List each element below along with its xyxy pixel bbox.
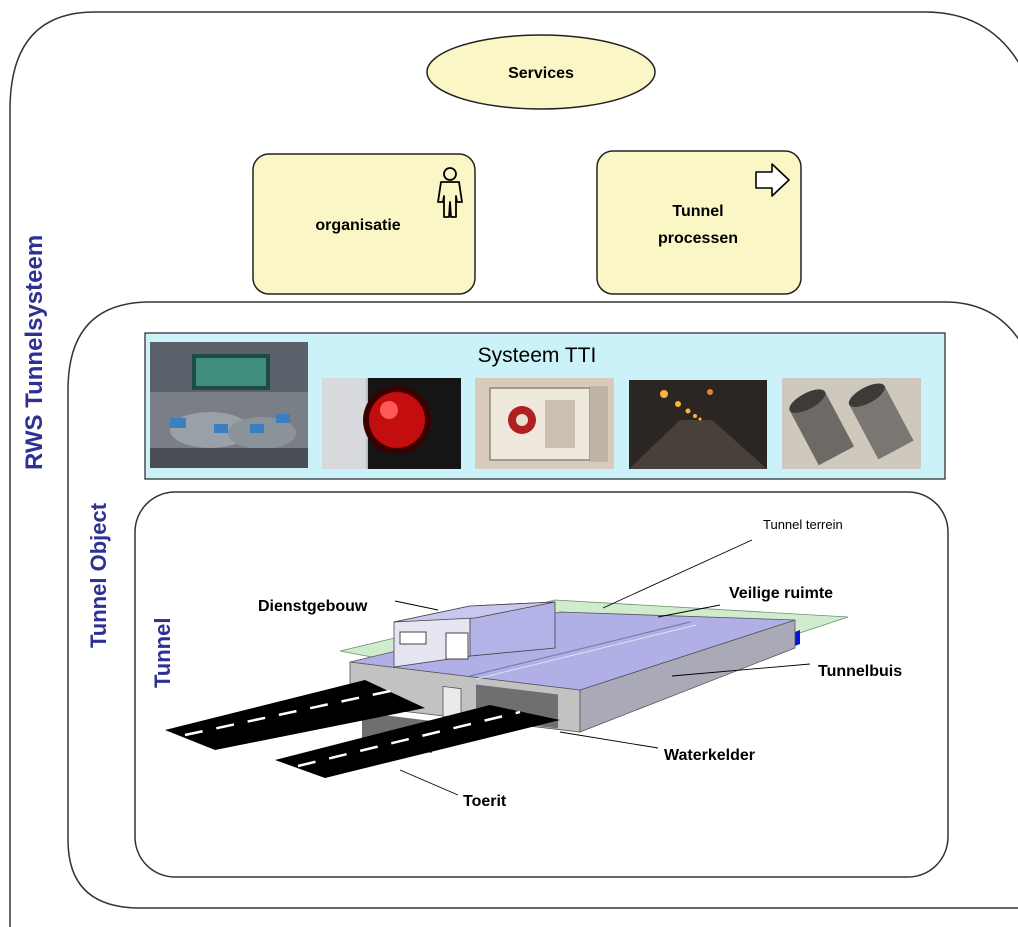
toerit-label: Toerit: [463, 793, 507, 810]
tunnel-object-frame: [67, 301, 1018, 909]
services-label: Services: [508, 65, 574, 82]
toerit-road-2: [275, 705, 560, 778]
services-ellipse: [426, 34, 656, 110]
tunnel-terrein-label: Tunnel terrein: [763, 517, 843, 532]
toerit-road-1: [165, 680, 425, 750]
fire-hose-cabinet-photo: [475, 378, 614, 469]
tunnel-processen-line2: processen: [658, 230, 738, 247]
outer-frame: [9, 11, 1018, 927]
tunnel-processen-line1: Tunnel: [672, 203, 723, 220]
tunnel-frame-label: Tunnel: [150, 618, 175, 688]
person-icon: [437, 167, 463, 218]
tunnel-illustration: [165, 539, 849, 796]
tunnelbuis-label: Tunnelbuis: [818, 663, 902, 680]
organisatie-label: organisatie: [315, 217, 400, 234]
tunnel-lighting-photo: [629, 380, 767, 469]
tunnel-object-label: Tunnel Object: [86, 502, 111, 648]
process-arrow-icon: [755, 163, 790, 197]
organisatie-box: [252, 153, 476, 295]
ventilation-pipes-photo: [782, 378, 921, 469]
veilige-ruimte-label: Veilige ruimte: [729, 585, 833, 602]
tunnel-processen-box: [596, 150, 802, 295]
outer-frame-label: RWS Tunnelsysteem: [21, 235, 48, 470]
systeem-tti-title: Systeem TTI: [478, 344, 597, 367]
control-room-photo: [150, 342, 308, 468]
dienstgebouw-label: Dienstgebouw: [258, 598, 368, 615]
waterkelder-label: Waterkelder: [664, 747, 755, 764]
traffic-light-photo: [322, 378, 461, 469]
